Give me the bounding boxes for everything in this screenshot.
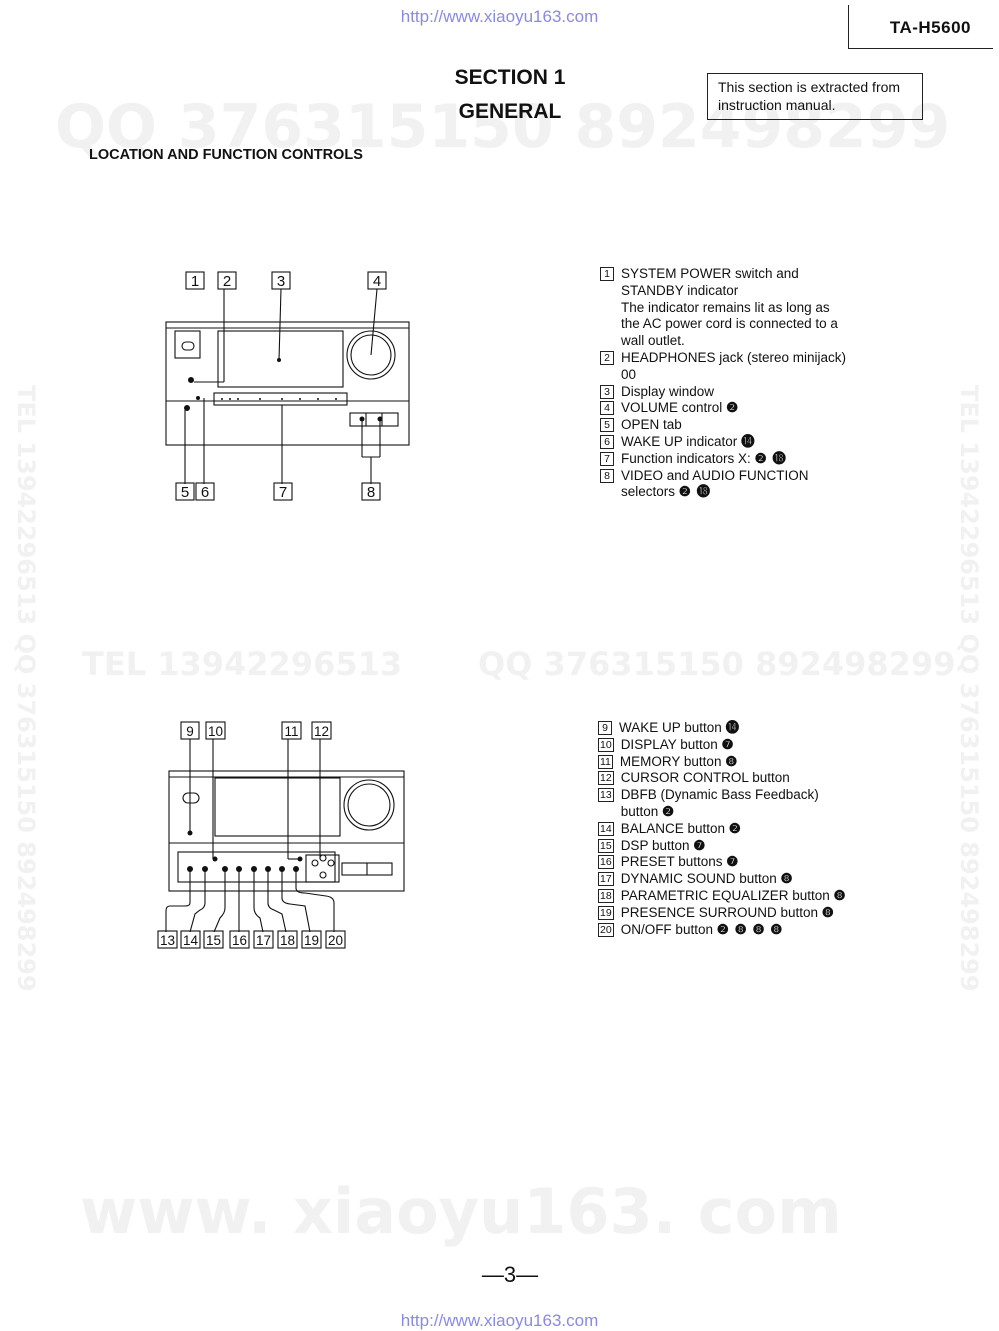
page-ref: ❽ [833, 887, 847, 903]
callout-boxes-top [185, 271, 387, 290]
open-panel-diagram: 9 10 11 12 [157, 721, 405, 949]
page-ref: ⓮ [741, 433, 756, 449]
callout-17: 17 [256, 933, 271, 948]
watermark-side-right: TEL 13942296513 QQ 376315150 892498299 [955, 385, 983, 992]
page-number: —3— [481, 1262, 539, 1287]
callout-1: 1 [191, 273, 199, 290]
leader-lines-2 [165, 739, 335, 933]
callout-2: 2 [223, 273, 231, 290]
callout-5: 5 [181, 484, 189, 501]
notice-box: This section is extracted from instructi… [707, 73, 923, 120]
callout-9: 9 [186, 724, 194, 739]
page-ref: ❽ [821, 904, 835, 920]
callout-12: 12 [314, 724, 329, 739]
model-rule-vertical [848, 5, 849, 49]
page-ref: ❽ [725, 753, 739, 769]
leader-lines-1 [184, 288, 381, 484]
page-ref: ❷ [726, 400, 740, 416]
page-ref: ⓮ [725, 720, 741, 735]
callout-boxes-top-2 [180, 721, 332, 740]
callout-3: 3 [277, 273, 285, 290]
callout-16: 16 [232, 933, 247, 948]
url-bottom[interactable]: http://www.xiaoyu163.com [400, 1311, 599, 1330]
callout-boxes-bottom-2 [157, 930, 346, 949]
callout-8: 8 [367, 484, 375, 501]
callout-14: 14 [183, 933, 199, 948]
model-number: TA-H5600 [889, 18, 971, 37]
watermark-bottom: www. xiaoyu163. com [80, 1175, 842, 1248]
callout-13: 13 [160, 933, 175, 948]
watermark-side-left: TEL 13942296513 QQ 376315150 892498299 [12, 385, 40, 992]
page-ref: ❷ [662, 803, 676, 819]
callout-10: 10 [208, 724, 223, 739]
page-ref: ❽ [780, 871, 794, 887]
watermark-tel-mid: TEL 13942296513 [82, 645, 403, 683]
section-title: SECTION 1 [454, 66, 566, 89]
callout-15: 15 [206, 933, 221, 948]
callout-4: 4 [373, 273, 381, 290]
page-ref: ❷ ⓲ [754, 450, 787, 466]
section-subtitle: GENERAL [458, 100, 562, 123]
page-ref: ❷ ⓲ [678, 484, 712, 500]
front-panel-diagram: 1 2 3 4 [165, 271, 410, 501]
callout-6: 6 [201, 484, 209, 501]
model-rule-horizontal [848, 48, 993, 49]
page-ref: ❷ ❽ ❽ ❽ [716, 921, 784, 937]
callout-19: 19 [304, 933, 319, 948]
callout-11: 11 [284, 724, 298, 739]
open-panel-body [168, 770, 405, 892]
url-top[interactable]: http://www.xiaoyu163.com [400, 7, 599, 26]
callout-18: 18 [280, 933, 295, 948]
page-ref: ❷ [728, 820, 742, 836]
front-panel-body [165, 321, 410, 446]
page-heading: LOCATION AND FUNCTION CONTROLS [89, 147, 363, 163]
page-ref: ❼ [721, 736, 735, 752]
watermark-qq-mid: QQ 376315150 892498299 [478, 645, 956, 683]
callout-20: 20 [328, 933, 343, 948]
callout-boxes-bottom [175, 482, 381, 501]
watermark-qq-top: QQ 376315150 892498299 [55, 92, 951, 162]
callout-7: 7 [279, 484, 287, 501]
page-ref: ❼ [726, 854, 740, 870]
page-ref: ❼ [693, 837, 707, 853]
